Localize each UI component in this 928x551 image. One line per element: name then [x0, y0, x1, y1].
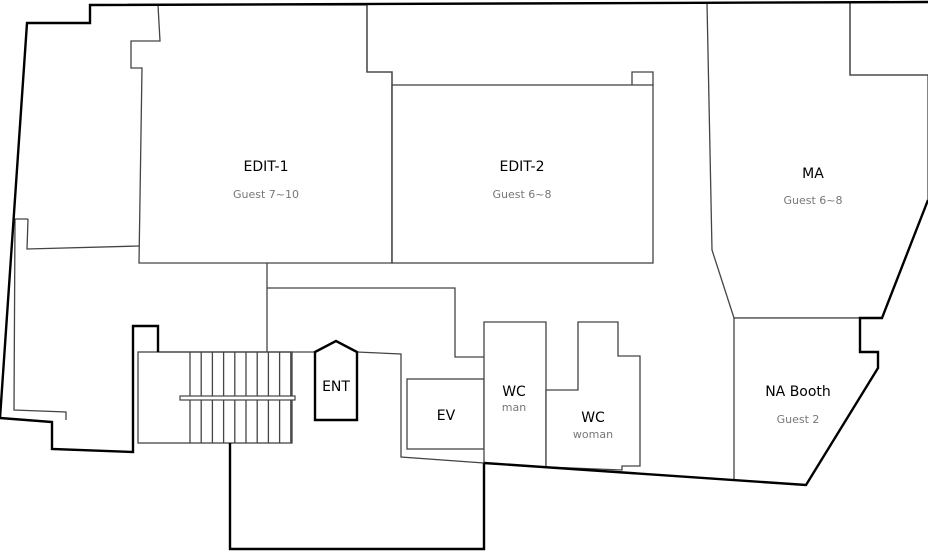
room-edit-1[interactable]: [130, 4, 393, 264]
ent-label: ENT: [322, 379, 350, 395]
edit-1-label: EDIT-1: [244, 159, 289, 175]
ma-label: MA: [802, 166, 824, 182]
stair-handrail: [179, 395, 296, 401]
na-booth-capacity: Guest 2: [777, 413, 820, 426]
ev-label: EV: [437, 408, 456, 424]
edit-2-label: EDIT-2: [500, 159, 545, 175]
staircase: [137, 351, 296, 444]
na-booth-label: NA Booth: [765, 384, 831, 400]
wc-man-label: WC: [502, 384, 526, 400]
room-wc-woman[interactable]: [545, 321, 641, 471]
wc-man-sub: man: [502, 401, 526, 414]
wc-woman-sub: woman: [573, 428, 613, 441]
wc-woman-label: WC: [581, 410, 605, 426]
room-edit-2[interactable]: [391, 84, 654, 264]
ma-capacity: Guest 6~8: [783, 194, 842, 207]
entrance[interactable]: [313, 339, 359, 422]
room-ma[interactable]: [706, 1, 928, 319]
edit-1-capacity: Guest 7~10: [233, 188, 299, 201]
edit-2-capacity: Guest 6~8: [492, 188, 551, 201]
